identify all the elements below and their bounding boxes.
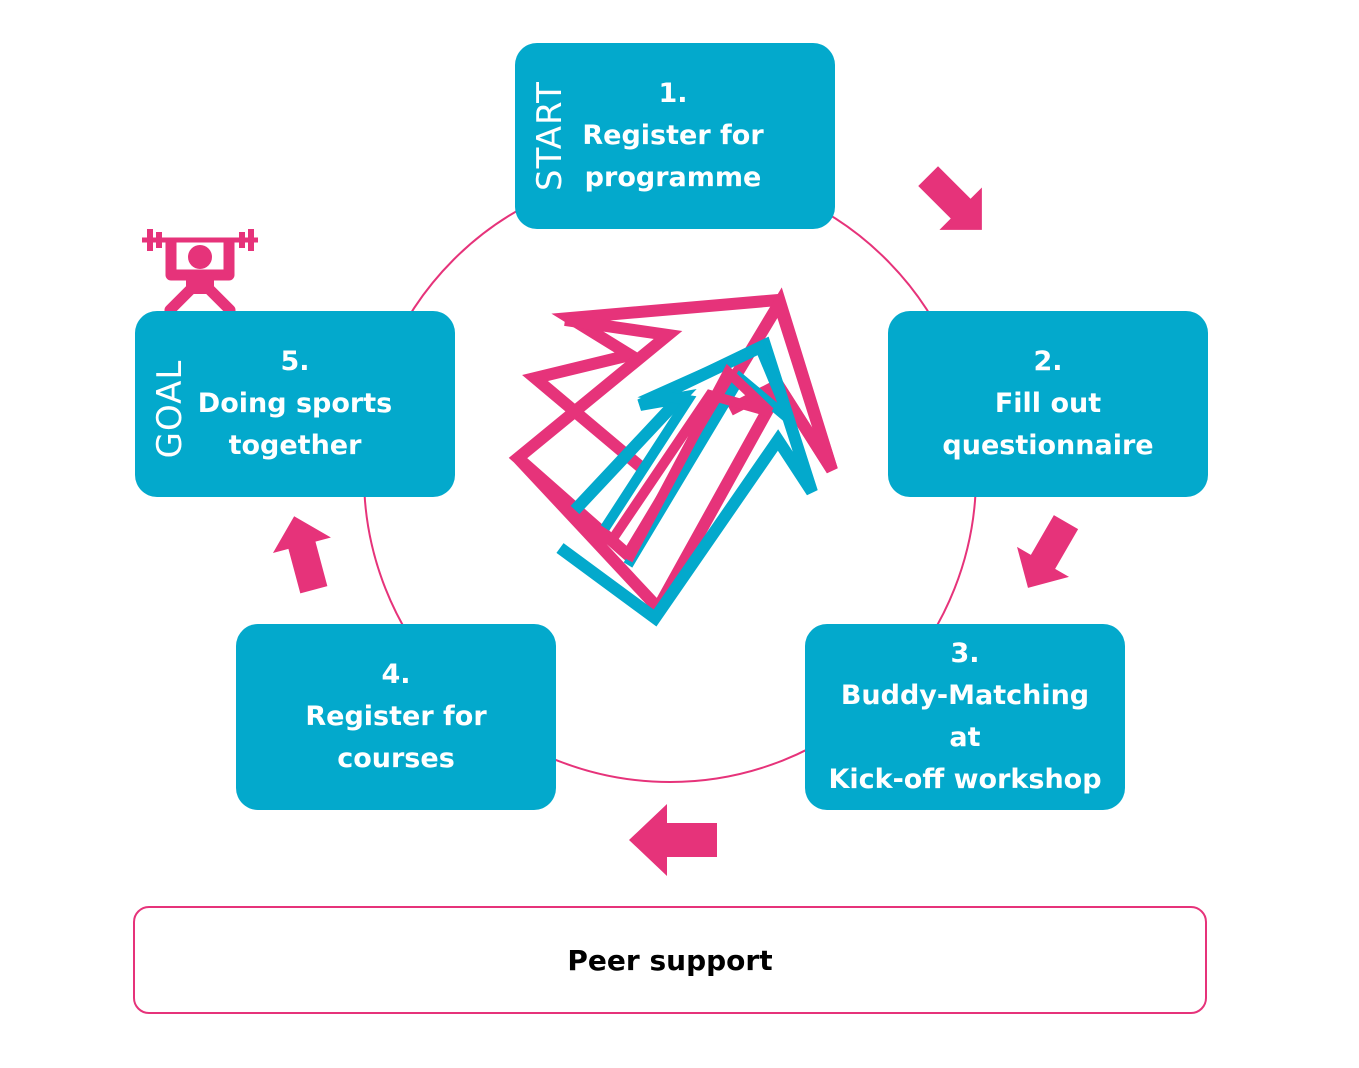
step-4-number: 4. bbox=[381, 659, 411, 690]
upward-arrows-icon bbox=[508, 287, 838, 627]
step-1-line-1: Register for bbox=[582, 120, 764, 151]
step-5-number: 5. bbox=[280, 346, 310, 377]
peer-support-box: Peer support bbox=[133, 906, 1207, 1014]
step-3-line-1: Buddy-Matching bbox=[840, 680, 1090, 711]
step-2-box: 2. Fill out questionnaire bbox=[888, 311, 1208, 497]
arrow-1-to-2 bbox=[918, 166, 982, 230]
arrow-4-to-5 bbox=[272, 516, 331, 594]
step-1-number: 1. bbox=[658, 78, 688, 109]
step-1-line-2: programme bbox=[584, 162, 762, 193]
arrow-2-to-3 bbox=[1017, 515, 1079, 588]
arrow-3-to-4 bbox=[629, 804, 717, 876]
goal-label: GOAL bbox=[150, 359, 190, 459]
step-2-line-2: questionnaire bbox=[942, 430, 1154, 461]
step-2-number: 2. bbox=[1033, 346, 1063, 377]
step-4-box: 4. Register for courses bbox=[236, 624, 556, 810]
step-4-line-2: courses bbox=[337, 743, 455, 774]
step-3-line-2: at bbox=[949, 722, 981, 753]
step-3-number: 3. bbox=[950, 638, 980, 669]
step-4-line-1: Register for bbox=[305, 701, 487, 732]
step-2-line-1: Fill out bbox=[994, 388, 1102, 419]
step-5-line-1: Doing sports bbox=[197, 388, 393, 419]
step-5-box: 5. Doing sports together bbox=[135, 311, 455, 497]
step-1-box: 1. Register for programme bbox=[515, 43, 835, 229]
peer-support-label: Peer support bbox=[567, 943, 773, 977]
step-3-box: 3. Buddy-Matching at Kick-off workshop bbox=[805, 624, 1125, 810]
step-5-line-2: together bbox=[228, 430, 362, 461]
step-3-line-3: Kick-off workshop bbox=[828, 764, 1102, 795]
start-label: START bbox=[530, 81, 570, 191]
